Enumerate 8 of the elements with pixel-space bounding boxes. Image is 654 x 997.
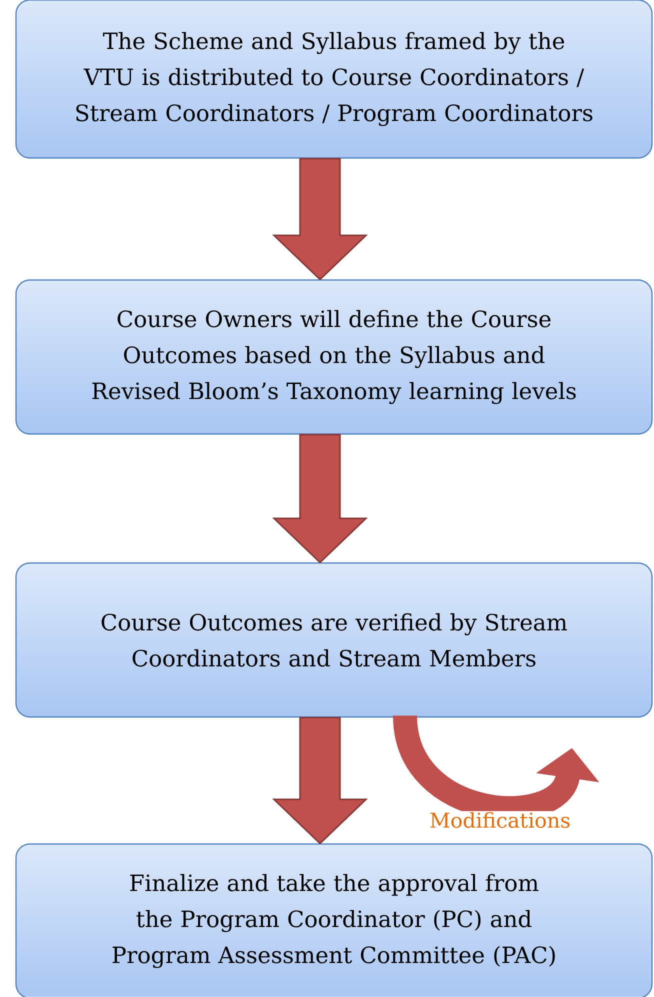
block-arrow xyxy=(272,158,368,280)
process-box: Course Outcomes are verified by Stream Coordinators and Stream Members xyxy=(15,562,653,718)
block-arrow xyxy=(272,716,368,844)
edge-label: Modifications xyxy=(430,812,570,828)
process-box: Course Owners will define the Course Outcomes based on the Syllabus and Revised Bloom’s Taxonomy learning levels xyxy=(15,279,653,435)
process-box: Finalize and take the approval from the Program Coordinator (PC) and Program Assessment Committee (PAC) xyxy=(15,843,653,997)
block-arrow xyxy=(272,434,368,564)
process-box: The Scheme and Syllabus framed by the VTU is distributed to Course Coordinators / Stream Coordinators / Program Coordinators xyxy=(15,0,653,159)
